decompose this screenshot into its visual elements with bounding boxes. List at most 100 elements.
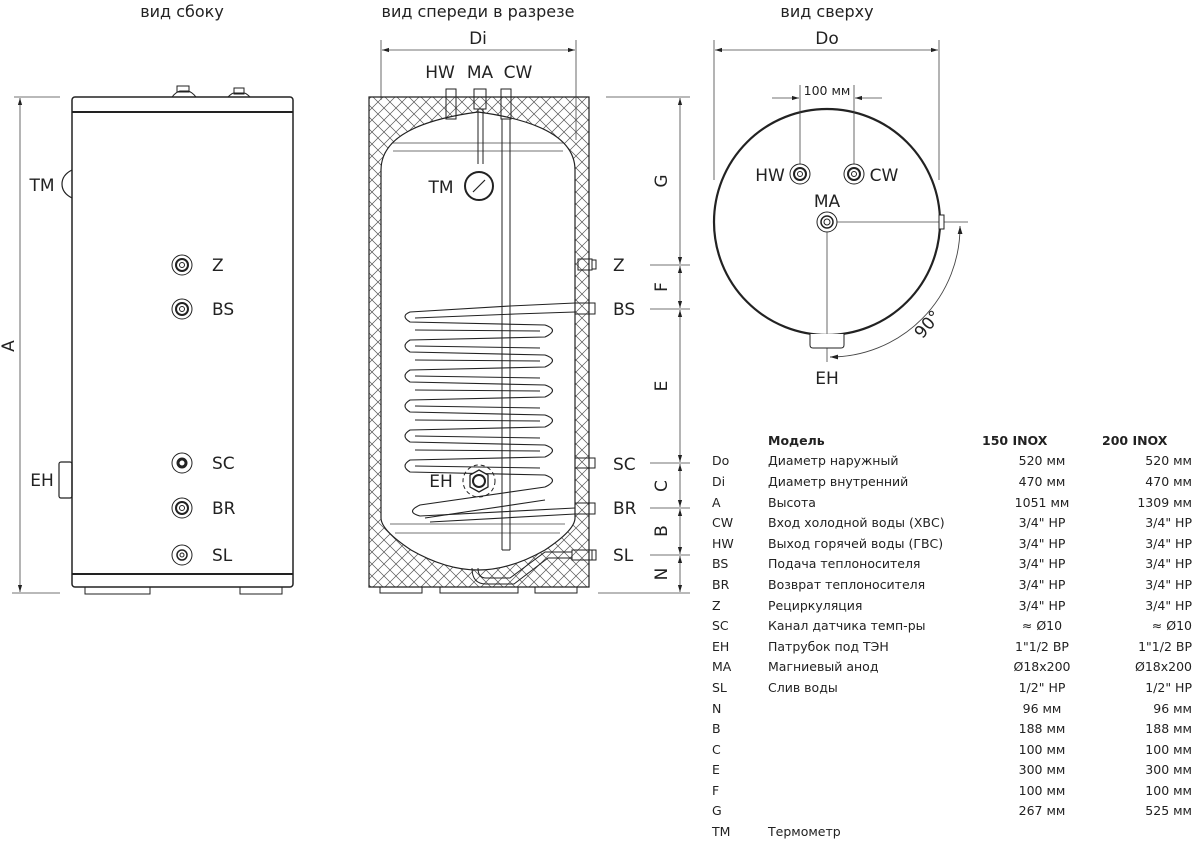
spec-name: Возврат теплоносителя [768, 576, 926, 592]
dim-n-label: N [652, 568, 672, 581]
spec-value-200: 1"1/2 ВР [1138, 638, 1192, 654]
spec-name [768, 698, 982, 719]
spec-name [768, 739, 982, 760]
spec-value-150: 1051 мм [1014, 494, 1070, 510]
spec-value-200: 1309 мм [1137, 494, 1192, 510]
hw-nozzle [445, 88, 457, 120]
dim-c-label: C [652, 480, 672, 492]
spec-value-200: 3/4" НР [1145, 515, 1192, 531]
connector-z [171, 254, 193, 276]
foot-left [84, 586, 151, 595]
header-150: 150 INOX [982, 432, 1048, 448]
spec-value-150: 3/4" НР [1018, 576, 1066, 592]
section-view-title: вид спереди в разрезе [382, 2, 575, 21]
spec-value-200: 520 мм [1145, 453, 1192, 469]
spec-code: SL [712, 679, 727, 695]
dim-di-label: Di [469, 29, 487, 49]
spec-value-150: 520 мм [1018, 453, 1066, 469]
dim-do-label: Do [815, 29, 839, 49]
cw-nozzle [500, 88, 512, 120]
spec-name: Выход горячей воды (ГВС) [768, 535, 944, 551]
spec-name: Подача теплоносителя [768, 556, 921, 572]
spec-value-200: 300 мм [1145, 762, 1192, 778]
top-label-ma: MA [814, 192, 841, 212]
spec-value-150: 3/4" НР [1018, 556, 1066, 572]
dimension-chain [598, 96, 690, 594]
spec-value-200: 96 мм [1153, 700, 1192, 716]
side-label-z: Z [212, 256, 224, 276]
spec-value-200 [1102, 821, 1192, 842]
side-label-sc: SC [212, 454, 235, 474]
spec-code: E [712, 762, 720, 778]
ma-connector-icon [816, 211, 838, 233]
header-200: 200 INOX [1102, 432, 1168, 448]
spec-name [768, 718, 982, 739]
thermometer-icon [61, 169, 73, 199]
connector-bs [171, 298, 193, 320]
top-fitting-icon [227, 87, 251, 98]
spec-code: G [712, 803, 722, 819]
spec-name: Диаметр внутренний [768, 473, 909, 489]
spec-value-200: 188 мм [1145, 721, 1192, 737]
spec-code: Z [712, 597, 721, 613]
spec-value-150: 1"1/2 ВР [1015, 638, 1069, 654]
spec-name: Канал датчика темп-ры [768, 618, 926, 634]
spec-value-200: 3/4" НР [1145, 556, 1192, 572]
side-label-br: BR [212, 499, 236, 519]
spec-name: Слив воды [768, 679, 838, 695]
spec-code: SC [712, 618, 729, 634]
spec-name: Вход холодной воды (ХВС) [768, 515, 945, 531]
section-foot [439, 586, 519, 594]
spec-value-150: 188 мм [1018, 721, 1066, 737]
spec-code: BS [712, 556, 729, 572]
eh-box-icon [809, 334, 845, 349]
section-label-hw: HW [425, 63, 455, 83]
section-label-bs: BS [613, 300, 635, 320]
section-label-cw: CW [504, 63, 533, 83]
stub-bs [574, 302, 596, 315]
dim-a-label: A [0, 340, 19, 352]
top-label-eh: EH [815, 369, 839, 389]
spec-row: BS Подача теплоносителя 3/4" НР 3/4" НР [712, 554, 1192, 575]
top-view: вид сверху Do 100 мм HW CW MA EH [712, 2, 968, 389]
spec-value-200: 100 мм [1145, 741, 1192, 757]
spec-value-200: 100 мм [1145, 782, 1192, 798]
spec-value-150: 267 мм [1018, 803, 1066, 819]
angle-arc [829, 225, 963, 360]
spec-value-150: 100 мм [1018, 741, 1066, 757]
thermometer-gauge-icon [464, 171, 494, 201]
spec-value-150: 300 мм [1018, 762, 1066, 778]
spec-code: HW [712, 535, 734, 551]
foot-right [239, 586, 283, 595]
spec-value-200: 3/4" НР [1145, 597, 1192, 613]
stub-br [574, 502, 596, 515]
section-label-z: Z [613, 256, 625, 276]
spec-value-200: 1/2" НР [1145, 679, 1192, 695]
side-view: вид сбоку A TM EH Z [0, 2, 294, 595]
spec-value-150 [982, 821, 1102, 842]
dim-100-label: 100 мм [804, 83, 851, 98]
spec-name: Высота [768, 494, 816, 510]
section-label-ma: MA [467, 63, 494, 83]
top-label-cw: CW [870, 166, 899, 186]
stub-sc [574, 457, 596, 469]
side-label-tm: TM [28, 176, 54, 196]
stub-z [577, 258, 597, 271]
header-code [712, 430, 768, 451]
side-label-bs: BS [212, 300, 234, 320]
spec-value-200: 3/4" НР [1145, 576, 1192, 592]
spec-header-row: Модель 150 INOX 200 INOX [712, 430, 1192, 451]
section-foot [379, 586, 423, 594]
